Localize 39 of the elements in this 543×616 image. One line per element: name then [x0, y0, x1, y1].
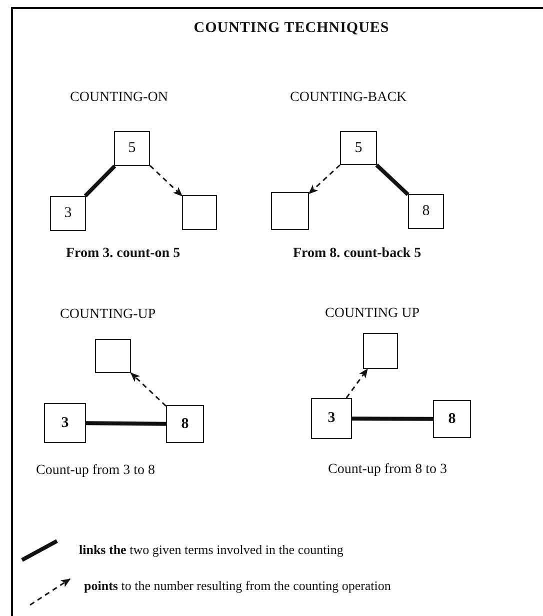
legend-text: points to the number resulting from the counting operation	[84, 578, 391, 594]
number-box	[311, 398, 352, 439]
number-box	[340, 131, 377, 165]
number-box	[433, 400, 471, 438]
link-line	[352, 416, 433, 421]
section-heading: COUNTING-BACK	[290, 90, 407, 106]
arrow	[308, 164, 341, 194]
link-line	[375, 164, 410, 196]
section-heading: COUNTING-ON	[70, 90, 168, 106]
box-number: 8	[448, 410, 456, 428]
caption-text: Count-up from 8 to 3	[328, 462, 447, 478]
number-box	[166, 405, 204, 443]
box-number: 8	[422, 203, 430, 220]
caption-text: From 3. count-on 5	[66, 246, 180, 262]
number-box	[50, 196, 86, 231]
arrow	[130, 372, 167, 407]
box-number: 3	[61, 414, 69, 432]
link-line	[86, 421, 166, 426]
empty-box	[182, 195, 217, 230]
box-number: 5	[354, 140, 362, 156]
caption-text: Count-up from 3 to 8	[36, 463, 155, 479]
empty-box	[363, 333, 398, 369]
box-number: 3	[328, 410, 336, 427]
box-number: 5	[128, 140, 136, 157]
caption-text: From 8. count-back 5	[293, 246, 422, 262]
section-heading: COUNTING UP	[325, 306, 420, 322]
legend-text: links the two given terms involved in the counting	[79, 542, 344, 558]
number-box	[44, 403, 86, 443]
section-heading: COUNTING-UP	[60, 307, 156, 323]
box-number: 8	[181, 416, 189, 432]
empty-box	[271, 192, 309, 230]
box-number: 3	[64, 205, 72, 222]
arrow	[346, 368, 368, 398]
number-box	[408, 194, 444, 229]
number-box	[114, 131, 150, 166]
diagram-title: COUNTING TECHNIQUES	[192, 20, 390, 37]
arrow	[149, 165, 183, 196]
link-line	[84, 164, 116, 198]
empty-box	[95, 339, 131, 373]
